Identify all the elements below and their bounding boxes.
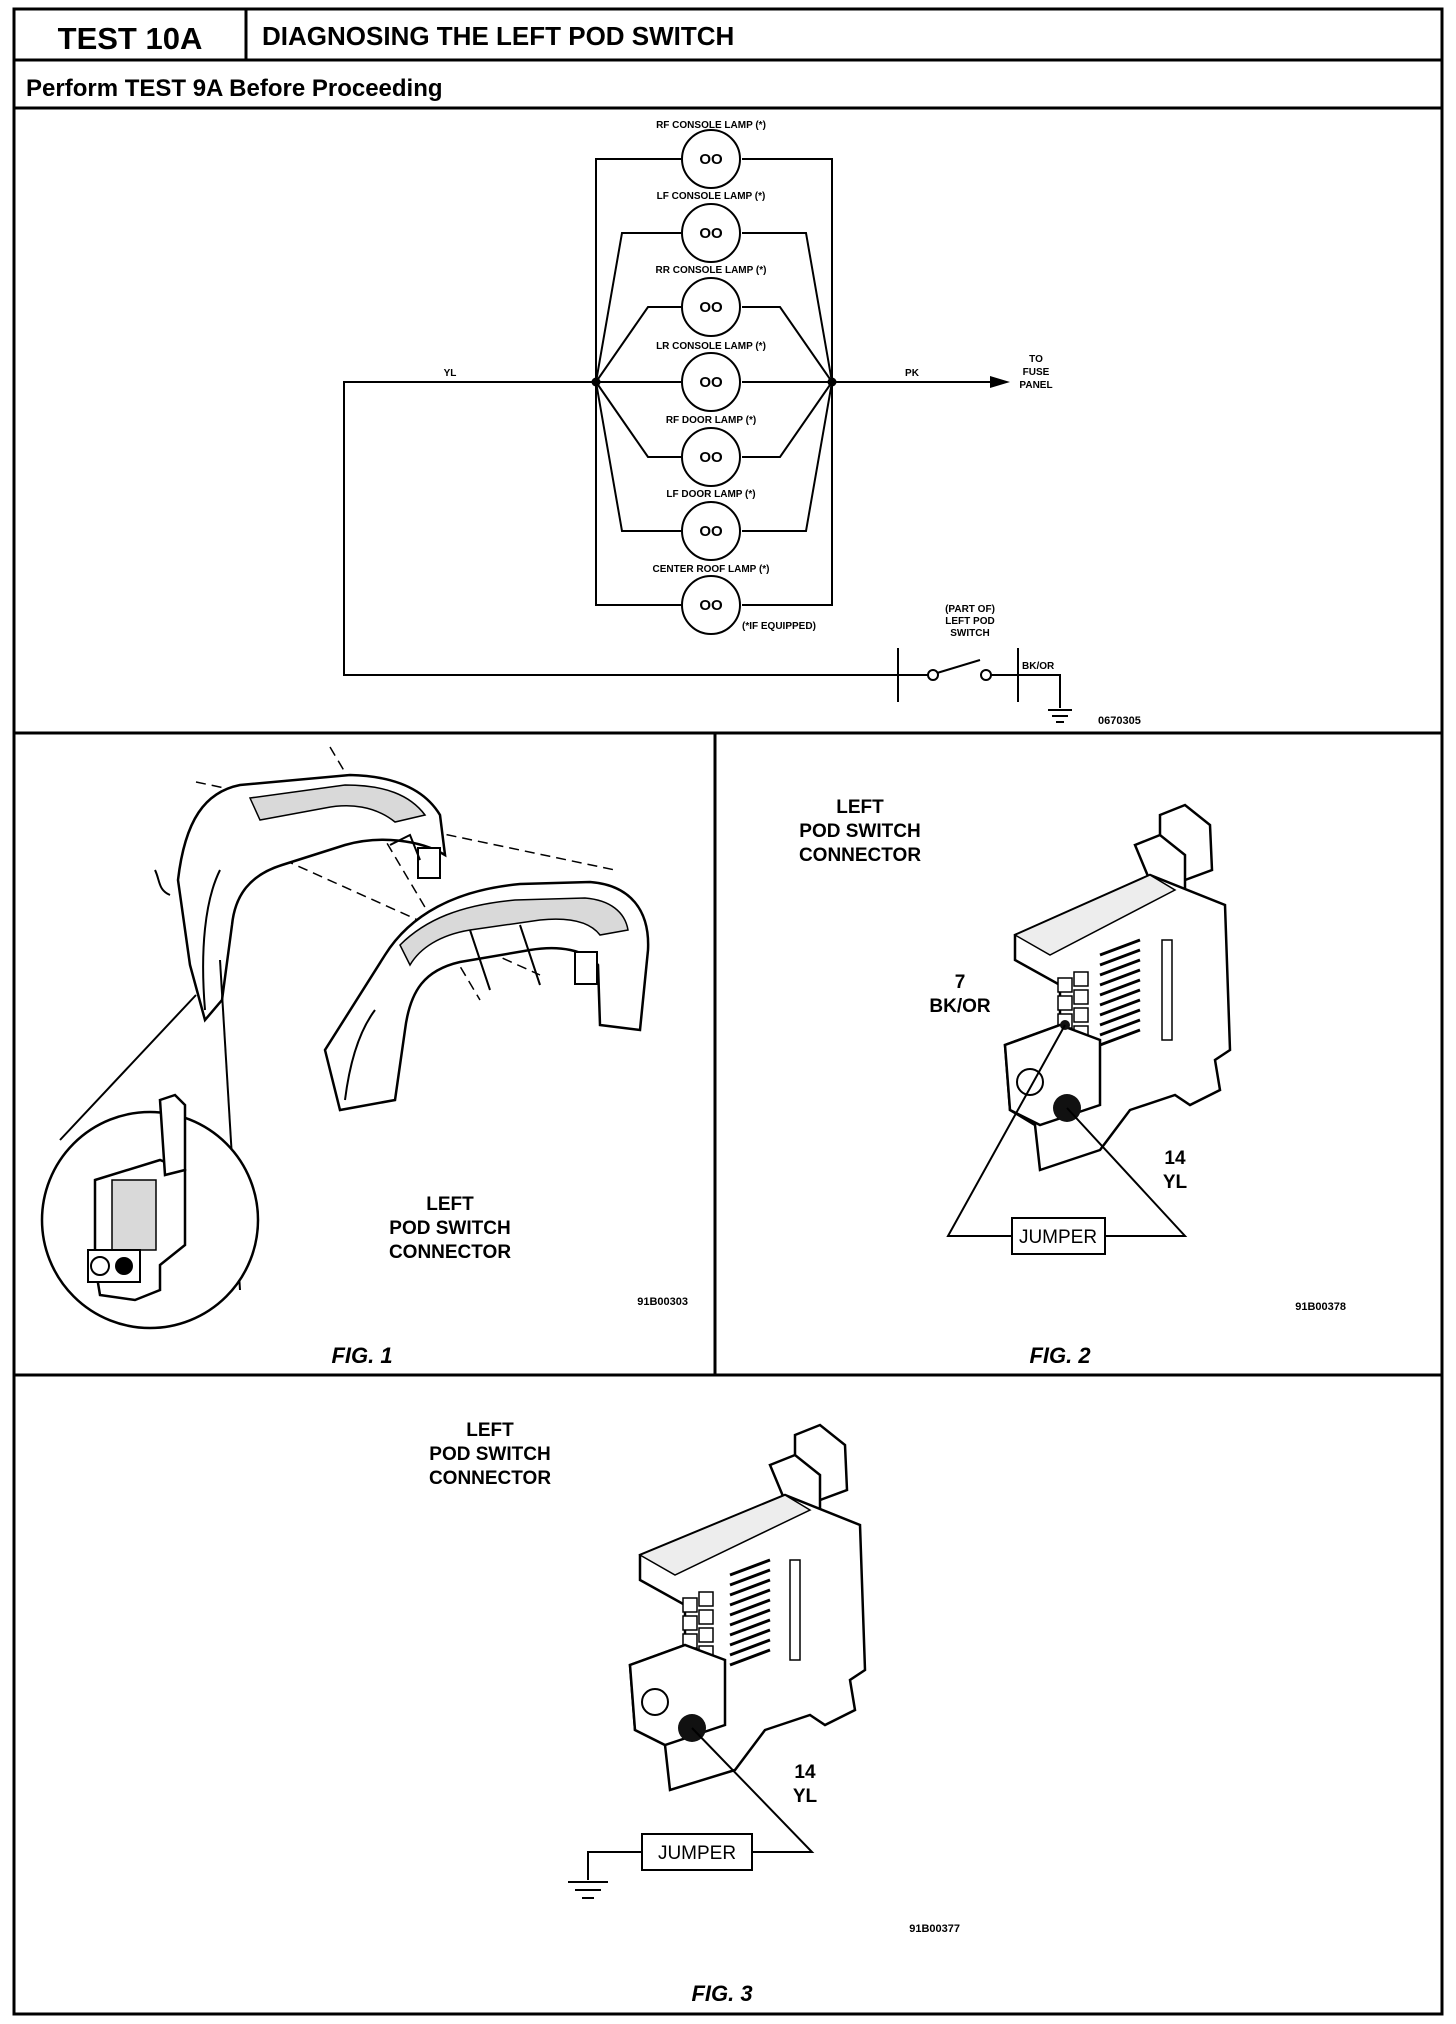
lamp-rr-console: OO RR CONSOLE LAMP (*)	[656, 265, 767, 337]
lamp-label: CENTER ROOF LAMP (*)	[652, 564, 769, 575]
switch-label-line-2: LEFT POD	[945, 616, 994, 627]
lamp-center-roof: OO CENTER ROOF LAMP (*)	[652, 564, 770, 635]
switch-contact-icon	[980, 669, 992, 681]
lamp-symbol: OO	[699, 523, 723, 540]
lamp-label: RF DOOR LAMP (*)	[666, 415, 756, 426]
wire-label-pk: PK	[905, 368, 920, 379]
lamp-lr-console: OO LR CONSOLE LAMP (*)	[656, 341, 766, 412]
lamp-lf-door: OO LF DOOR LAMP (*)	[666, 489, 756, 561]
lamp-symbol: OO	[699, 597, 723, 614]
lamp-bulb-icon	[681, 501, 741, 561]
bk-or-wire	[1018, 674, 1061, 708]
fig1-callout-line-1: LEFT	[426, 1194, 474, 1215]
lamp-label: LR CONSOLE LAMP (*)	[656, 341, 766, 352]
lamp-bulb-icon	[681, 203, 741, 263]
fig2-jumper-label: JUMPER	[1019, 1227, 1097, 1248]
fig2-connector-illustration: LEFT POD SWITCH CONNECTOR	[799, 797, 1346, 1368]
fig3-pin-14-number: 14	[794, 1762, 816, 1783]
fig2-pin-14-number: 14	[1164, 1148, 1186, 1169]
fig2-code: 91B00378	[1295, 1301, 1346, 1313]
lamp-bulb-icon	[681, 277, 741, 337]
destination-line-3: PANEL	[1019, 380, 1052, 391]
fig1-callout-line-3: CONNECTOR	[389, 1242, 511, 1263]
test-title: DIAGNOSING THE LEFT POD SWITCH	[262, 21, 734, 51]
pod-switch-connector	[1003, 803, 1232, 1172]
lamp-bulb-icon	[681, 129, 741, 189]
fig2-caption: FIG. 2	[1029, 1343, 1091, 1368]
lamp-bulb-icon	[681, 427, 741, 487]
destination-line-1: TO	[1029, 354, 1043, 365]
fuse-panel-arrow-icon	[990, 376, 1010, 388]
lamp-rf-console: OO RF CONSOLE LAMP (*)	[656, 120, 766, 189]
fig1-code: 91B00303	[637, 1296, 688, 1308]
fig2-callout-line-3: CONNECTOR	[799, 845, 921, 866]
pod-switch-connector-icon	[87, 1093, 187, 1302]
left-splice-node	[591, 377, 601, 387]
lamp-rf-door: OO RF DOOR LAMP (*)	[666, 415, 756, 487]
lamp-bulb-icon	[681, 352, 741, 412]
fig1-console-illustration: LEFT POD SWITCH CONNECTOR 91B00303 FIG. …	[40, 746, 688, 1368]
lamp-branches	[595, 158, 833, 606]
switch-label-line-1: (PART OF)	[945, 604, 995, 615]
lamp-lf-console: OO LF CONSOLE LAMP (*)	[657, 191, 766, 263]
if-equipped-note: (*IF EQUIPPED)	[742, 621, 816, 632]
switch-contact-icon	[927, 669, 939, 681]
wire-label-yl: YL	[444, 368, 457, 379]
lamp-bulb-icon	[681, 575, 741, 635]
fig1-callout-line-2: POD SWITCH	[389, 1218, 510, 1239]
fig2-callout-line-1: LEFT	[836, 797, 884, 818]
destination-line-2: FUSE	[1023, 367, 1050, 378]
fig3-caption: FIG. 3	[691, 1981, 752, 2006]
left-pod-switch: (PART OF) LEFT POD SWITCH	[897, 604, 1019, 702]
yl-wire	[343, 381, 898, 676]
fig2-pin-14-wire: YL	[1163, 1172, 1188, 1193]
fig3-pin-14-wire: YL	[793, 1786, 818, 1807]
lamp-symbol: OO	[699, 151, 723, 168]
ground-icon	[568, 1881, 608, 1899]
upper-console-housing	[176, 773, 447, 1023]
lamp-label: LF DOOR LAMP (*)	[666, 489, 755, 500]
lamp-symbol: OO	[699, 225, 723, 242]
fig3-jumper-box	[641, 1833, 753, 1871]
fig3-callout-line-2: POD SWITCH	[429, 1444, 550, 1465]
fig3-callout-line-3: CONNECTOR	[429, 1468, 551, 1489]
fig3-jumper-label: JUMPER	[658, 1843, 736, 1864]
prerequisite-note: Perform TEST 9A Before Proceeding	[26, 75, 443, 102]
lamp-label: RR CONSOLE LAMP (*)	[656, 265, 767, 276]
fig3-code: 91B00377	[909, 1923, 960, 1935]
test-id: TEST 10A	[58, 21, 203, 56]
fig2-callout-line-2: POD SWITCH	[799, 821, 920, 842]
fig2-jumper-box	[1011, 1217, 1106, 1255]
fig3-callout-line-1: LEFT	[466, 1420, 514, 1441]
fig1-caption: FIG. 1	[331, 1343, 392, 1368]
schematic-code: 0670305	[1098, 715, 1141, 727]
lamp-label: RF CONSOLE LAMP (*)	[656, 120, 766, 131]
page-frame	[12, 7, 1444, 2016]
switch-label-line-3: SWITCH	[950, 628, 989, 639]
ground-icon	[1048, 709, 1072, 723]
lamp-symbol: OO	[699, 449, 723, 466]
wiring-schematic: OO RF CONSOLE LAMP (*) OO LF CONSOLE LAM…	[343, 120, 1141, 727]
wire-label-bk-or: BK/OR	[1022, 661, 1055, 672]
lamp-symbol: OO	[699, 374, 723, 391]
right-splice-node	[827, 377, 837, 387]
fig3-connector-illustration: LEFT POD SWITCH CONNECTOR	[429, 1420, 960, 2006]
lamp-label: LF CONSOLE LAMP (*)	[657, 191, 766, 202]
fig2-pin-7-number: 7	[955, 972, 966, 993]
lamp-symbol: OO	[699, 299, 723, 316]
fig2-pin-7-wire: BK/OR	[929, 996, 991, 1017]
pod-switch-connector	[628, 1423, 867, 1792]
